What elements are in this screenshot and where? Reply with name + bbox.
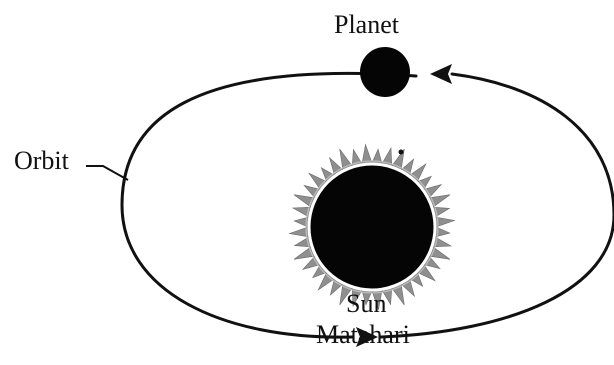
orbit-arrow-top-icon (430, 64, 452, 84)
planet-label: Planet (334, 10, 399, 40)
sun-icon (309, 164, 435, 290)
orbit-pointer-line (86, 166, 128, 180)
sun-spot (399, 150, 404, 155)
sun-alt-label: Matahari (316, 320, 410, 350)
planet-icon (360, 47, 410, 97)
orbit-label: Orbit (14, 146, 69, 176)
sun-label: Sun (346, 289, 386, 319)
